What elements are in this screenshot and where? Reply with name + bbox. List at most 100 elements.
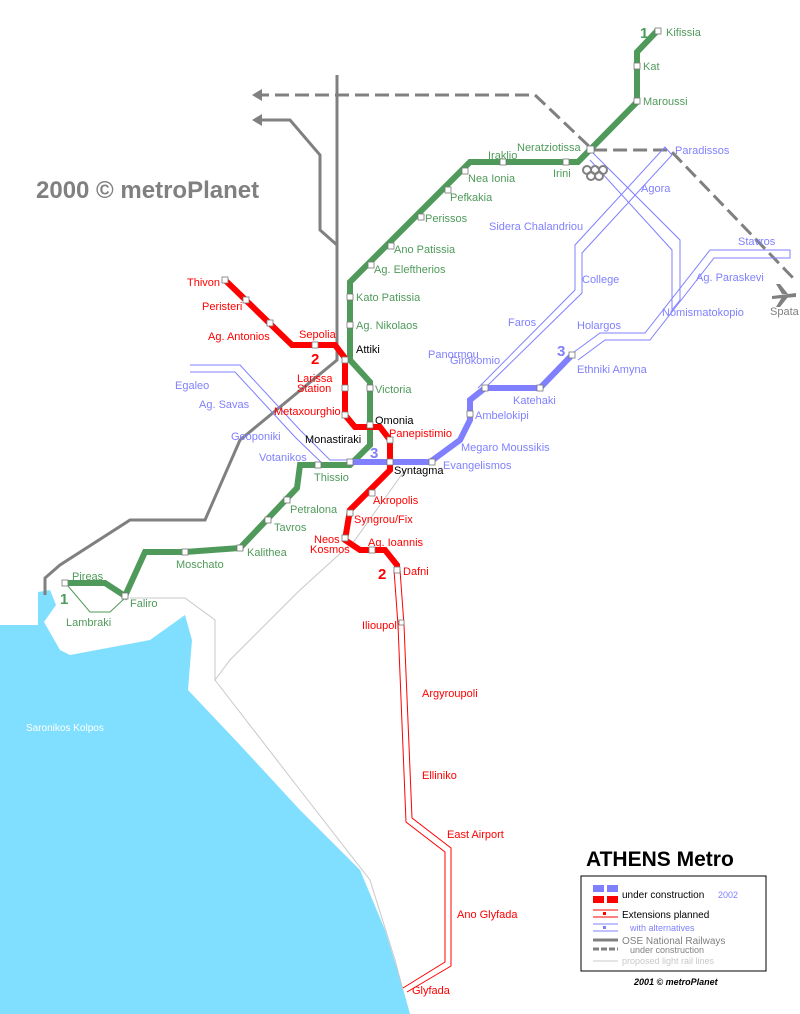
airport-label: Spata (770, 306, 800, 318)
rail-arrow-left-1 (252, 89, 262, 101)
station-label: Akropolis (373, 495, 419, 507)
station-label: Katehaki (513, 395, 556, 407)
station-label: Metaxourghio (274, 406, 341, 418)
line2-extension (393, 569, 452, 993)
station-label: Glyfada (412, 985, 451, 997)
line3-number-katehaki: 3 (557, 343, 565, 360)
interchange-labels: Attiki Omonia Monastiraki Syntagma (305, 344, 444, 477)
station-label: Kifissia (666, 27, 702, 39)
station-label: Faliro (130, 598, 158, 610)
station-label: Kato Patissia (356, 292, 421, 304)
light-rail-lines (130, 469, 406, 991)
station-label: Argyroupoli (422, 688, 478, 700)
station-label: Ag. Paraskevi (696, 272, 764, 284)
station-label: Pireas (72, 571, 104, 583)
station-label: Moschato (176, 559, 224, 571)
station-label: Paradissos (675, 145, 730, 157)
credit: 2001 © metroPlanet (633, 977, 719, 987)
station-label: Tavros (274, 522, 307, 534)
station-label: Monastiraki (305, 434, 361, 446)
station-label: Dafni (403, 566, 429, 578)
station-label: Ethniki Amyna (577, 364, 648, 376)
station-label: Victoria (375, 384, 412, 396)
station-label: Thissio (314, 472, 349, 484)
legend-ose-construction: under construction (630, 945, 704, 955)
legend-under-construction: under construction (622, 890, 704, 901)
station-label: College (582, 274, 619, 286)
station-label: Geoponiki (231, 431, 281, 443)
station-markers (61, 27, 662, 626)
station-label: Panepistimio (389, 428, 452, 440)
station-label: Ag. Antonios (208, 331, 270, 343)
station-label: Lambraki (66, 617, 111, 629)
station-label: Egaleo (175, 380, 209, 392)
station-label: Perissos (425, 213, 468, 225)
map-title: ATHENS Metro (586, 848, 734, 871)
station-label: Irini (553, 168, 571, 180)
station-label: East Airport (447, 829, 504, 841)
station-label: Station (297, 383, 331, 395)
line1-lambraki-branch (67, 585, 126, 613)
station-label: Kosmos (310, 544, 350, 556)
station-label: Ag. Ioannis (368, 537, 424, 549)
station-label: Neos (314, 534, 340, 546)
legend-alternatives: with alternatives (629, 923, 695, 933)
rail-arrow-left-2 (252, 114, 262, 126)
station-label: Ambelokipi (475, 410, 529, 422)
line3-path (350, 352, 575, 465)
station-label: Larissa (297, 373, 333, 385)
station-label: Evangelismos (443, 460, 512, 472)
station-label: Megaro Moussikis (461, 442, 550, 454)
station-label: Holargos (577, 320, 622, 332)
line3-labels: Paradissos Agora Sidera Chalandriou Coll… (175, 145, 776, 472)
station-label: Thivon (187, 277, 220, 289)
line2-labels: Thivon Peristeri Ag. Antonios Sepolia La… (187, 277, 518, 997)
station-label: Elliniko (422, 770, 457, 782)
station-label: Agora (641, 183, 671, 195)
legend-year: 2002 (718, 890, 738, 900)
station-label: Neratziotissa (517, 142, 581, 154)
station-label: Ag. Savas (199, 399, 250, 411)
station-label: Ano Patissia (394, 244, 456, 256)
legend-light-rail: proposed light rail lines (622, 956, 715, 966)
station-label: Nomismatokopio (662, 307, 744, 319)
station-label: Iraklio (488, 150, 517, 162)
line1-labels: Kifissia Kat Maroussi Neratziotissa Irin… (66, 27, 702, 629)
station-label: Ilioupoli (362, 620, 399, 632)
station-label: Syngrou/Fix (354, 514, 413, 526)
station-label: Maroussi (643, 96, 688, 108)
line1-number-pireas: 1 (60, 591, 68, 608)
station-label: Ag. Eleftherios (374, 264, 446, 276)
line2-number: 2 (311, 351, 319, 368)
line1-path (62, 27, 661, 601)
legend-extensions: Extensions planned (622, 910, 709, 921)
station-label: Sepolia (299, 329, 337, 341)
station-label: Kalithea (247, 547, 288, 559)
line2-number-dafni: 2 (378, 566, 386, 583)
station-label: Syntagma (394, 465, 444, 477)
ose-railways (43, 75, 797, 595)
station-label: Panormou (428, 349, 479, 361)
station-label: Omonia (375, 415, 414, 427)
legend: under construction 2002 Extensions plann… (580, 875, 767, 972)
station-label: Stavros (738, 236, 776, 248)
olympic-rings-icon (582, 165, 608, 181)
station-label: Sidera Chalandriou (489, 221, 583, 233)
station-label: Pefkakia (450, 192, 493, 204)
line3-number: 3 (370, 445, 378, 462)
station-label: Faros (508, 317, 537, 329)
station-label: Kat (643, 61, 660, 73)
station-label: Nea Ionia (468, 173, 516, 185)
station-label: Petralona (290, 504, 338, 516)
station-label: Attiki (356, 344, 380, 356)
sea-label: Saronikos Kolpos (26, 723, 104, 734)
station-label: Ano Glyfada (457, 909, 518, 921)
airplane-icon (772, 284, 796, 307)
station-label: Girokomio (450, 355, 500, 367)
legend-ose: OSE National Railways (622, 936, 725, 947)
station-label: Ag. Nikolaos (356, 320, 418, 332)
station-label: Votanikos (259, 452, 307, 464)
watermark: 2000 © metroPlanet (36, 177, 259, 204)
